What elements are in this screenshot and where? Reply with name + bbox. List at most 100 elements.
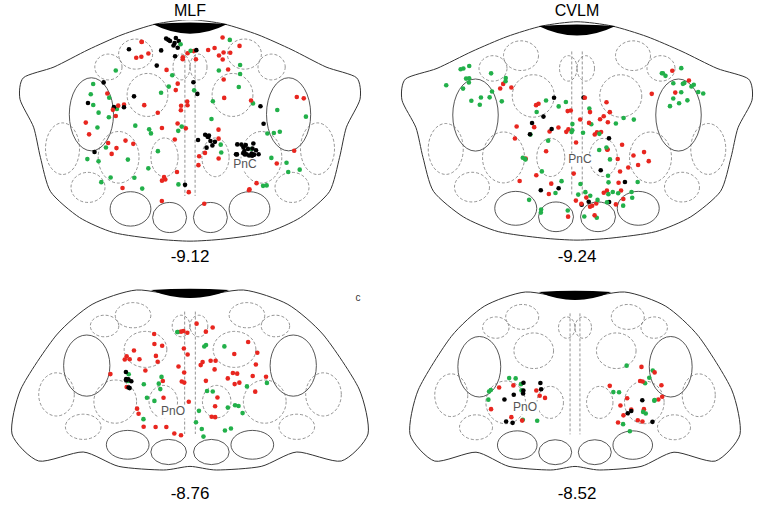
cell-dot (191, 80, 196, 85)
cell-dot (499, 99, 504, 104)
cell-dot (621, 422, 626, 427)
cell-dot (521, 418, 526, 423)
cell-dot (154, 63, 159, 68)
nucleus-outline (453, 79, 499, 151)
cell-dot (549, 127, 554, 132)
cell-dot (160, 178, 165, 183)
nucleus-boundary (504, 41, 539, 71)
cell-dot (556, 104, 561, 109)
nucleus-boundary (575, 317, 592, 338)
nucleus-boundary (600, 75, 642, 117)
cell-dot (160, 126, 165, 131)
cell-dot (161, 395, 166, 400)
cell-dot (566, 214, 571, 219)
cell-dot (124, 354, 129, 359)
cell-dot (202, 344, 207, 349)
cell-dot (132, 348, 137, 353)
cell-dot (668, 104, 673, 109)
cell-dot (222, 344, 227, 349)
cell-dot (175, 330, 180, 335)
cell-dot (640, 379, 645, 384)
nucleus-boundary (95, 54, 122, 80)
cell-dot (235, 142, 240, 147)
cell-dot (109, 152, 114, 157)
cell-dot (579, 202, 584, 207)
nucleus-boundary (202, 138, 229, 177)
cell-dot (646, 159, 651, 164)
cell-dot (610, 190, 615, 195)
cell-dot (139, 39, 144, 44)
nucleus-boundary (90, 315, 118, 337)
cell-dot (166, 84, 171, 89)
nucleus-boundary (483, 317, 509, 338)
cell-dot (479, 95, 484, 100)
cell-dot (578, 117, 583, 122)
cell-dot (152, 342, 157, 347)
nucleus-outline (194, 439, 230, 464)
cell-dot (652, 398, 657, 403)
nucleus-boundary (190, 315, 208, 337)
cell-dot (538, 188, 543, 193)
cell-dot (139, 54, 144, 59)
cell-dot (146, 166, 151, 171)
cell-dot (502, 397, 507, 402)
cell-dot (133, 123, 138, 128)
nucleus-outline (578, 440, 611, 465)
cell-dot (234, 152, 239, 157)
nucleus-boundary (258, 54, 285, 80)
cell-dot (520, 155, 525, 160)
nucleus-boundary (514, 333, 554, 369)
nucleus-boundary (212, 73, 253, 116)
cell-dot (141, 417, 146, 422)
cell-dot (556, 186, 561, 191)
cell-dot (170, 73, 175, 78)
nucleus-outline (539, 440, 572, 465)
cell-dot (461, 86, 466, 91)
cell-dot (218, 142, 223, 147)
cell-dot (120, 186, 125, 191)
nucleus-boundary (98, 132, 139, 184)
cell-dot (608, 110, 613, 115)
cell-dot (639, 365, 644, 370)
nucleus-outline (106, 430, 149, 459)
cell-dot (232, 382, 237, 387)
cell-dot (254, 362, 259, 367)
cell-dot (251, 141, 256, 146)
cell-dot (199, 427, 204, 432)
cell-dot (534, 388, 539, 393)
region-label: c (354, 292, 363, 303)
cell-dot (111, 108, 116, 113)
cell-dot (171, 43, 176, 48)
cell-dot (179, 108, 184, 113)
nucleus-boundary (275, 172, 309, 202)
nucleus-boundary (611, 304, 644, 329)
cell-dot (209, 117, 214, 122)
cell-dot (149, 131, 154, 136)
cell-dot (444, 83, 449, 88)
cell-dot (124, 370, 129, 375)
cell-dot (527, 198, 532, 203)
cell-dot (206, 48, 211, 53)
cell-dot (564, 130, 569, 135)
cell-dot (546, 138, 551, 143)
cell-dot (123, 138, 128, 143)
cell-dot (286, 170, 291, 175)
nucleus-boundary (682, 374, 715, 417)
cell-dot (576, 192, 581, 197)
bregma-level: -8.76 (169, 485, 212, 504)
cell-dot (670, 68, 675, 73)
cell-dot (186, 190, 191, 195)
nucleus-boundary (202, 385, 230, 417)
cell-dot (176, 364, 181, 369)
cell-dot (696, 90, 701, 95)
cell-dot (219, 150, 224, 155)
cell-dot (509, 415, 514, 420)
bregma-level: -9.12 (169, 248, 212, 267)
cell-dot (592, 132, 597, 137)
cell-dot (216, 127, 221, 132)
cell-dot (175, 81, 180, 86)
cell-dot (142, 382, 147, 387)
cell-dot (513, 136, 518, 141)
cell-dot (528, 132, 533, 137)
